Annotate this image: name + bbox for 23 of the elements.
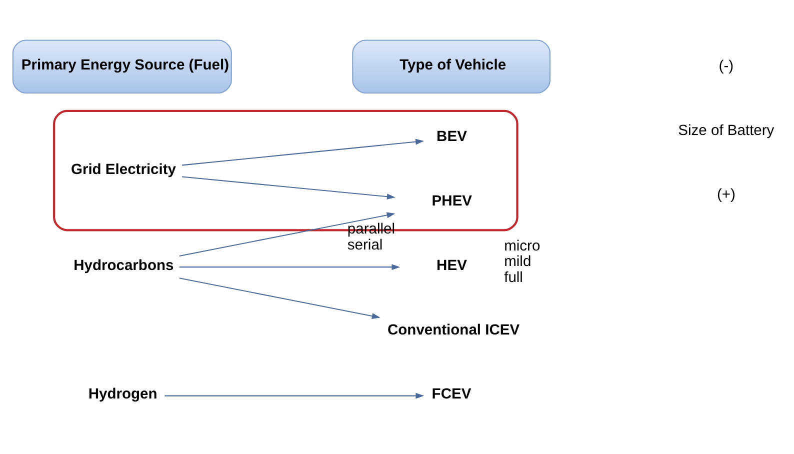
node-label: mild xyxy=(504,254,532,270)
node-text: Hydrocarbons xyxy=(74,257,174,274)
node-text: Grid Electricity xyxy=(70,161,176,178)
arrow xyxy=(164,392,424,398)
node-text: HEV xyxy=(436,257,467,274)
node-text: PHEV xyxy=(432,193,472,210)
node-label: micro xyxy=(504,238,540,254)
node-box: Primary Energy Source (Fuel) xyxy=(12,39,232,93)
label: (+) xyxy=(716,186,736,203)
arrow xyxy=(179,212,396,256)
node-box: Type of Vehicle xyxy=(352,39,551,93)
label: Size of Battery xyxy=(678,122,774,138)
node-text: BEV xyxy=(436,128,467,145)
node-text: Conventional ICEV xyxy=(388,322,520,338)
arrow xyxy=(179,264,400,270)
node-label: serial xyxy=(347,236,383,253)
arrow xyxy=(182,138,424,166)
node-label: full xyxy=(504,270,523,286)
arrow xyxy=(182,176,396,200)
node-text: FCEV xyxy=(432,386,472,402)
node-text: Hydrogen xyxy=(88,386,158,402)
arrow xyxy=(179,277,380,318)
label: (-) xyxy=(718,58,734,74)
